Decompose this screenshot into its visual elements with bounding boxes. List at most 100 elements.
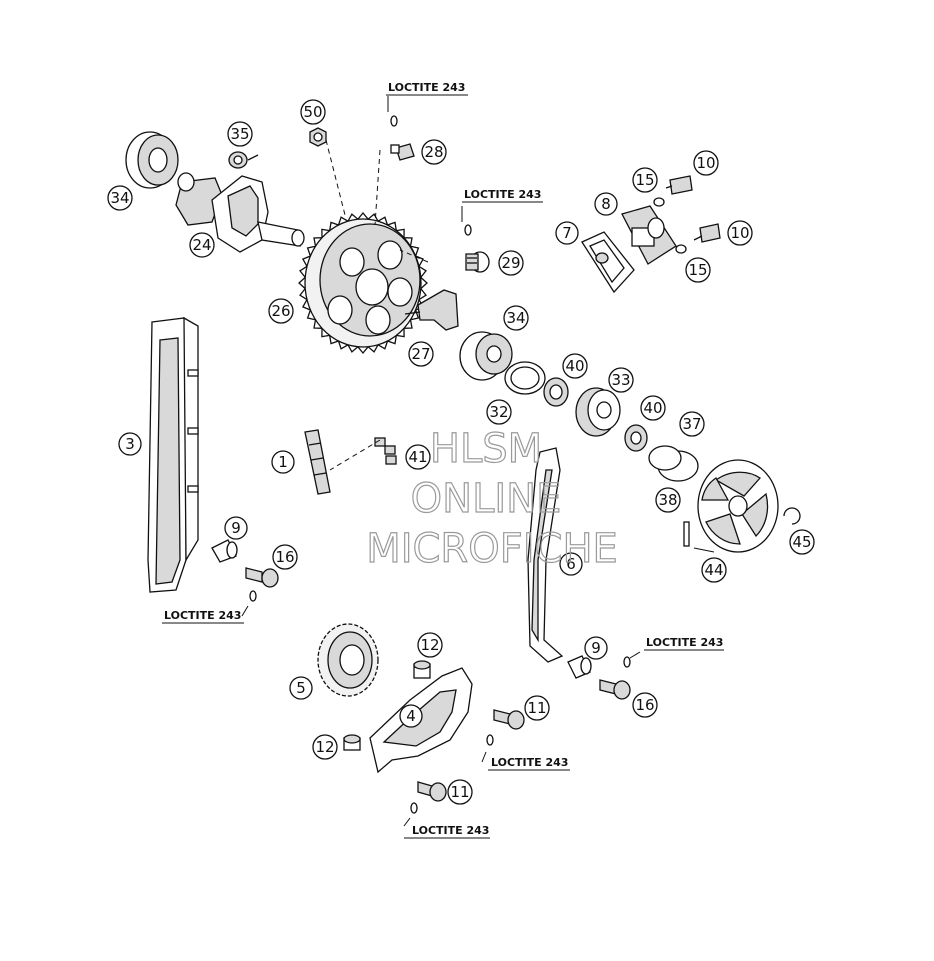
chain-link-41 xyxy=(374,437,397,465)
callout-9a: 9 xyxy=(224,516,248,540)
callout-4: 4 xyxy=(399,704,423,728)
callout-10b: 10 xyxy=(727,220,753,246)
svg-text:27: 27 xyxy=(411,345,430,363)
leader-lines xyxy=(241,96,715,827)
watermark: HLSM ONLINE MICROFICHE xyxy=(366,425,619,572)
loctite-label-top: LOCTITE 243 xyxy=(388,81,465,94)
callout-38: 38 xyxy=(655,487,681,513)
o-ring-38 xyxy=(648,445,682,471)
callout-37: 37 xyxy=(679,411,705,437)
callout-41: 41 xyxy=(405,444,431,470)
svg-text:40: 40 xyxy=(643,399,662,417)
bolt-11a xyxy=(486,709,525,746)
svg-text:5: 5 xyxy=(296,679,306,697)
svg-text:32: 32 xyxy=(489,403,508,421)
bolt-16b xyxy=(599,656,631,700)
spring-35 xyxy=(228,151,259,169)
svg-text:34: 34 xyxy=(110,189,129,207)
loctite-label-11b: LOCTITE 243 xyxy=(412,824,489,837)
callout-32: 32 xyxy=(486,399,512,425)
bushing-9a xyxy=(211,539,238,563)
callout-40a: 40 xyxy=(562,353,588,379)
callout-45: 45 xyxy=(789,529,815,555)
svg-text:3: 3 xyxy=(125,435,135,453)
svg-text:11: 11 xyxy=(527,699,546,717)
bolt-11b xyxy=(410,781,447,814)
svg-text:12: 12 xyxy=(315,738,334,756)
svg-text:11: 11 xyxy=(450,783,469,801)
callout-27: 27 xyxy=(408,341,434,367)
callout-1: 1 xyxy=(271,450,295,474)
bushing-12a xyxy=(413,660,431,679)
callout-33: 33 xyxy=(608,367,634,393)
callout-10a: 10 xyxy=(693,150,719,176)
svg-text:44: 44 xyxy=(704,561,723,579)
callout-16b: 16 xyxy=(632,692,658,718)
svg-text:41: 41 xyxy=(408,448,427,466)
bearing-34 xyxy=(125,131,179,189)
tensioner-rail-6 xyxy=(527,447,564,663)
loctite-label-29: LOCTITE 243 xyxy=(464,188,541,201)
callout-11a: 11 xyxy=(524,695,550,721)
callout-12a: 12 xyxy=(417,632,443,658)
callout-34a: 34 xyxy=(107,185,133,211)
svg-text:16: 16 xyxy=(275,548,294,566)
timing-chain-1 xyxy=(304,429,331,495)
watermark-line-1: HLSM xyxy=(430,426,542,472)
callout-12b: 12 xyxy=(312,734,338,760)
callout-15b: 15 xyxy=(685,257,711,283)
callout-28: 28 xyxy=(421,139,447,165)
svg-text:50: 50 xyxy=(303,103,322,121)
callout-26: 26 xyxy=(268,298,294,324)
callout-7: 7 xyxy=(555,221,579,245)
svg-text:24: 24 xyxy=(192,236,211,254)
guide-rail-3 xyxy=(147,316,199,593)
pin-44 xyxy=(683,521,690,547)
sprocket-5 xyxy=(317,623,379,697)
loctite-drop-29 xyxy=(464,224,472,236)
bolt-16a xyxy=(245,567,279,602)
svg-text:29: 29 xyxy=(501,254,520,272)
callout-50: 50 xyxy=(300,99,326,125)
seal-40a xyxy=(543,377,569,407)
svg-text:45: 45 xyxy=(792,533,811,551)
callout-29: 29 xyxy=(498,250,524,276)
tensioner-8 xyxy=(621,205,677,265)
callout-8: 8 xyxy=(594,192,618,216)
svg-text:38: 38 xyxy=(658,491,677,509)
svg-text:12: 12 xyxy=(420,636,439,654)
svg-text:37: 37 xyxy=(682,415,701,433)
gasket-7 xyxy=(581,231,635,294)
svg-text:35: 35 xyxy=(230,125,249,143)
svg-text:10: 10 xyxy=(696,154,715,172)
callout-24: 24 xyxy=(189,232,215,258)
lever-27 xyxy=(404,289,459,331)
circlip-45 xyxy=(783,507,801,525)
camshaft-24 xyxy=(175,172,305,253)
loctite-drop-28 xyxy=(390,115,398,127)
svg-text:1: 1 xyxy=(278,453,288,471)
bushing-9b xyxy=(567,655,592,679)
shim-32 xyxy=(504,361,546,395)
svg-text:9: 9 xyxy=(231,519,241,537)
svg-text:28: 28 xyxy=(424,143,443,161)
svg-text:15: 15 xyxy=(635,171,654,189)
gear-33 xyxy=(575,387,621,437)
bolt-10a xyxy=(665,175,693,195)
svg-text:7: 7 xyxy=(562,224,572,242)
callout-44: 44 xyxy=(701,557,727,583)
bolt-29 xyxy=(465,251,490,273)
callout-15a: 15 xyxy=(632,167,658,193)
callout-9b: 9 xyxy=(584,636,608,660)
callouts: 1 3 4 5 6 7 8 9 9 10 10 11 11 12 12 15 1… xyxy=(107,99,815,805)
loctite-label-16-right: LOCTITE 243 xyxy=(646,636,723,649)
svg-text:26: 26 xyxy=(271,302,290,320)
nut-50 xyxy=(309,127,327,147)
svg-text:16: 16 xyxy=(635,696,654,714)
svg-text:34: 34 xyxy=(506,309,525,327)
loctite-labels: LOCTITE 243 LOCTITE 243 LOCTITE 243 LOCT… xyxy=(162,81,724,839)
svg-text:4: 4 xyxy=(406,707,416,725)
loctite-label-16-left: LOCTITE 243 xyxy=(164,609,241,622)
svg-text:6: 6 xyxy=(566,555,576,573)
